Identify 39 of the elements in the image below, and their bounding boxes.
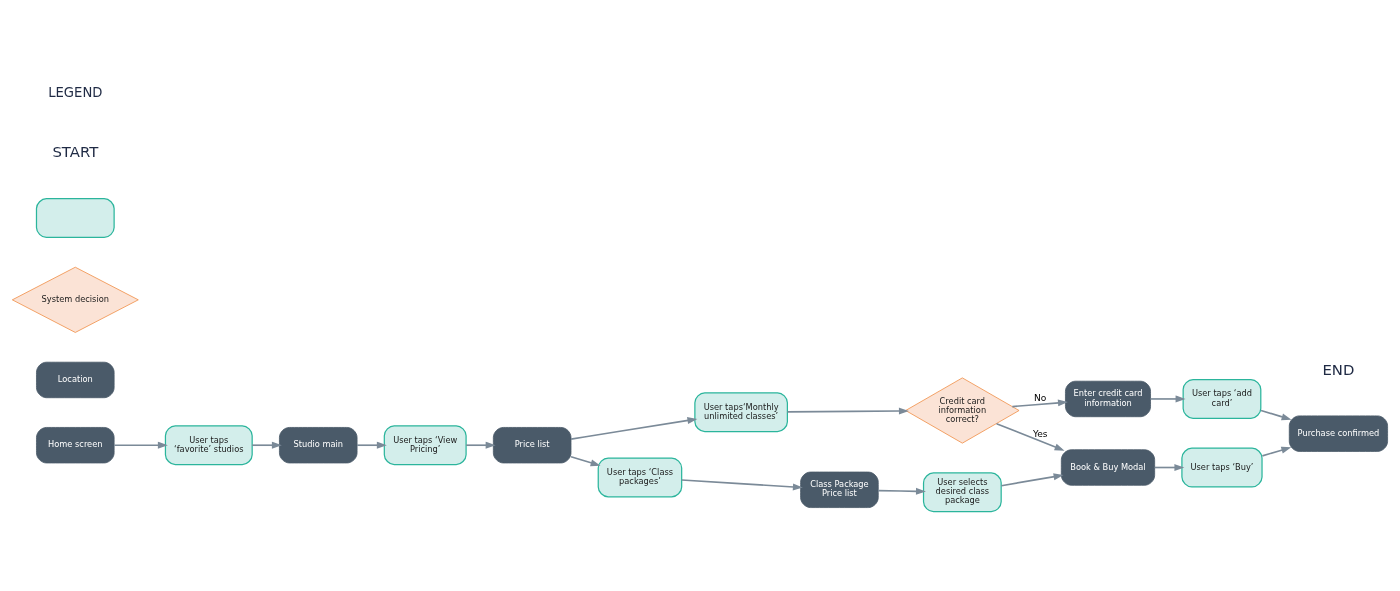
arrow — [113, 441, 168, 449]
node-box: User taps ‘Buy’ — [1181, 447, 1263, 488]
label: START — [52, 143, 99, 162]
edge-label: Yes — [1032, 428, 1048, 439]
node-box: User taps ‘View Pricing’ — [383, 425, 467, 466]
label: LEGEND — [48, 85, 103, 101]
arrow — [251, 441, 282, 449]
arrow — [465, 441, 496, 449]
node-box: Home screen — [36, 427, 115, 464]
node-diamond: Credit card information correct? — [905, 377, 1020, 444]
arrow — [995, 422, 1065, 451]
node-box: User taps‘Monthly unlimited classes’ — [694, 392, 788, 433]
node-box: Book & Buy Modal — [1060, 449, 1156, 486]
arrow — [1260, 409, 1292, 421]
node-box: User selects desired class package — [922, 472, 1002, 513]
arrow — [680, 479, 803, 491]
node-box: Studio main — [279, 427, 358, 464]
node-box: User taps ‘favorite’ studios — [164, 425, 253, 466]
node-box: Price list — [492, 427, 572, 464]
node-box: User taps ‘Class packages’ — [597, 457, 683, 498]
arrow — [877, 487, 926, 495]
node-box: Class Package Price list — [800, 471, 879, 508]
node-diamond: System decision — [11, 266, 139, 333]
node-box: Enter credit card information — [1065, 380, 1151, 418]
node-box: User taps ‘add card’ — [1182, 378, 1262, 419]
arrow — [570, 417, 698, 440]
arrow — [570, 455, 601, 467]
arrow — [1000, 473, 1064, 487]
arrow — [356, 441, 387, 449]
arrow — [1154, 464, 1185, 471]
node-box: Location — [36, 361, 115, 399]
label: END — [1322, 360, 1355, 379]
node-box: Purchase confirmed — [1288, 415, 1388, 452]
arrow — [1149, 395, 1186, 403]
node-pill — [35, 198, 115, 239]
arrow — [786, 407, 909, 415]
edge-label: No — [1034, 393, 1047, 404]
arrow — [1261, 446, 1292, 457]
arrow — [1011, 399, 1068, 408]
